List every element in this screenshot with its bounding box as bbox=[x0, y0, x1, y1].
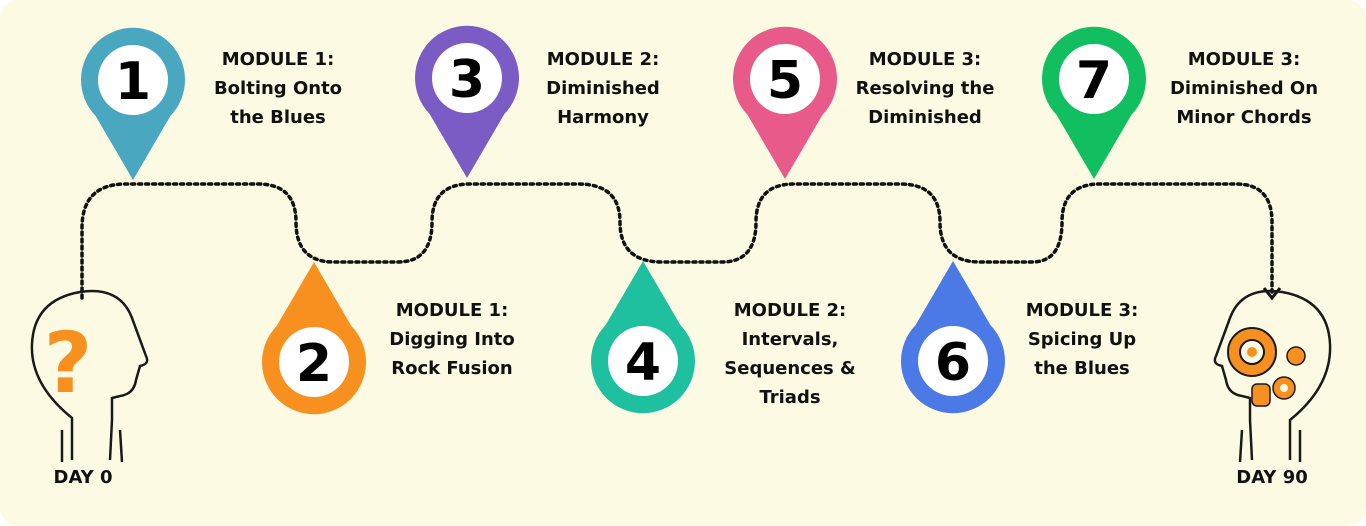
step-7-number: 7 bbox=[1076, 51, 1112, 111]
step-6-number: 6 bbox=[935, 333, 971, 393]
step-2-title-line: Digging Into bbox=[389, 329, 515, 350]
step-6-module: MODULE 3: bbox=[1025, 300, 1139, 321]
step-5-title-line: Resolving the bbox=[855, 78, 995, 99]
step-4-module: MODULE 2: bbox=[733, 300, 847, 321]
step-6-title-line: the Blues bbox=[1034, 358, 1130, 379]
step-7-badge bbox=[1059, 44, 1129, 114]
step-1-title-line: the Blues bbox=[230, 107, 326, 128]
timeline-path bbox=[80, 182, 1274, 300]
step-4-pin-icon: 4 bbox=[591, 261, 695, 414]
step-2-module: MODULE 1: bbox=[395, 300, 509, 321]
step-2-pin-icon: 2 bbox=[262, 262, 366, 415]
step-2-badge bbox=[279, 327, 349, 397]
step-7-title-line: Minor Chords bbox=[1176, 107, 1312, 128]
head-gears-icon bbox=[1213, 289, 1332, 463]
step-5-title-line: Diminished bbox=[868, 107, 982, 128]
step-6-pin-icon: 6 bbox=[901, 261, 1005, 414]
step-1-number: 1 bbox=[115, 52, 151, 112]
step-7-pin-icon: 7 bbox=[1042, 26, 1146, 179]
step-1-label: MODULE 1: Bolting Onto the Blues bbox=[214, 45, 342, 132]
pins-layer: 1 2 3 4 5 6 7 bbox=[81, 25, 1146, 415]
start-label: DAY 0 bbox=[53, 467, 113, 488]
step-3-title-line: Harmony bbox=[557, 107, 649, 128]
step-4-title-line: Intervals, bbox=[741, 329, 839, 350]
step-3-number: 3 bbox=[449, 50, 485, 110]
step-3-pin-icon: 3 bbox=[415, 25, 520, 179]
step-6-title-line: Spicing Up bbox=[1027, 329, 1137, 350]
step-4-title-line: Sequences & bbox=[724, 358, 856, 379]
step-5-pin-icon: 5 bbox=[733, 26, 837, 179]
step-4-badge bbox=[608, 326, 678, 396]
end-label: DAY 90 bbox=[1236, 467, 1308, 488]
step-1-badge bbox=[98, 45, 168, 115]
step-1-module: MODULE 1: bbox=[221, 49, 335, 70]
svg-text:?: ? bbox=[44, 314, 93, 412]
step-5-module: MODULE 3: bbox=[868, 49, 982, 70]
step-4-title-line: Triads bbox=[759, 387, 821, 408]
step-6-badge bbox=[918, 326, 988, 396]
step-5-number: 5 bbox=[767, 51, 803, 111]
step-3-title-line: Diminished bbox=[546, 78, 660, 99]
step-2-number: 2 bbox=[296, 334, 332, 394]
step-4-label: MODULE 2: Intervals, Sequences & Triads bbox=[724, 296, 855, 412]
step-6-label: MODULE 3: Spicing Up the Blues bbox=[1026, 296, 1139, 383]
step-2-title-line: Rock Fusion bbox=[391, 358, 513, 379]
step-7-title-line: Diminished On bbox=[1169, 78, 1319, 99]
head-question-icon: ? bbox=[30, 289, 149, 463]
step-7-module: MODULE 3: bbox=[1187, 49, 1301, 70]
step-3-badge bbox=[432, 43, 502, 113]
step-1-pin-icon: 1 bbox=[81, 27, 185, 180]
step-4-number: 4 bbox=[625, 333, 661, 393]
step-3-module: MODULE 2: bbox=[546, 49, 660, 70]
step-5-badge bbox=[750, 44, 820, 114]
step-1-title-line: Bolting Onto bbox=[213, 78, 343, 99]
step-7-label: MODULE 3: Diminished On Minor Chords bbox=[1170, 45, 1318, 132]
